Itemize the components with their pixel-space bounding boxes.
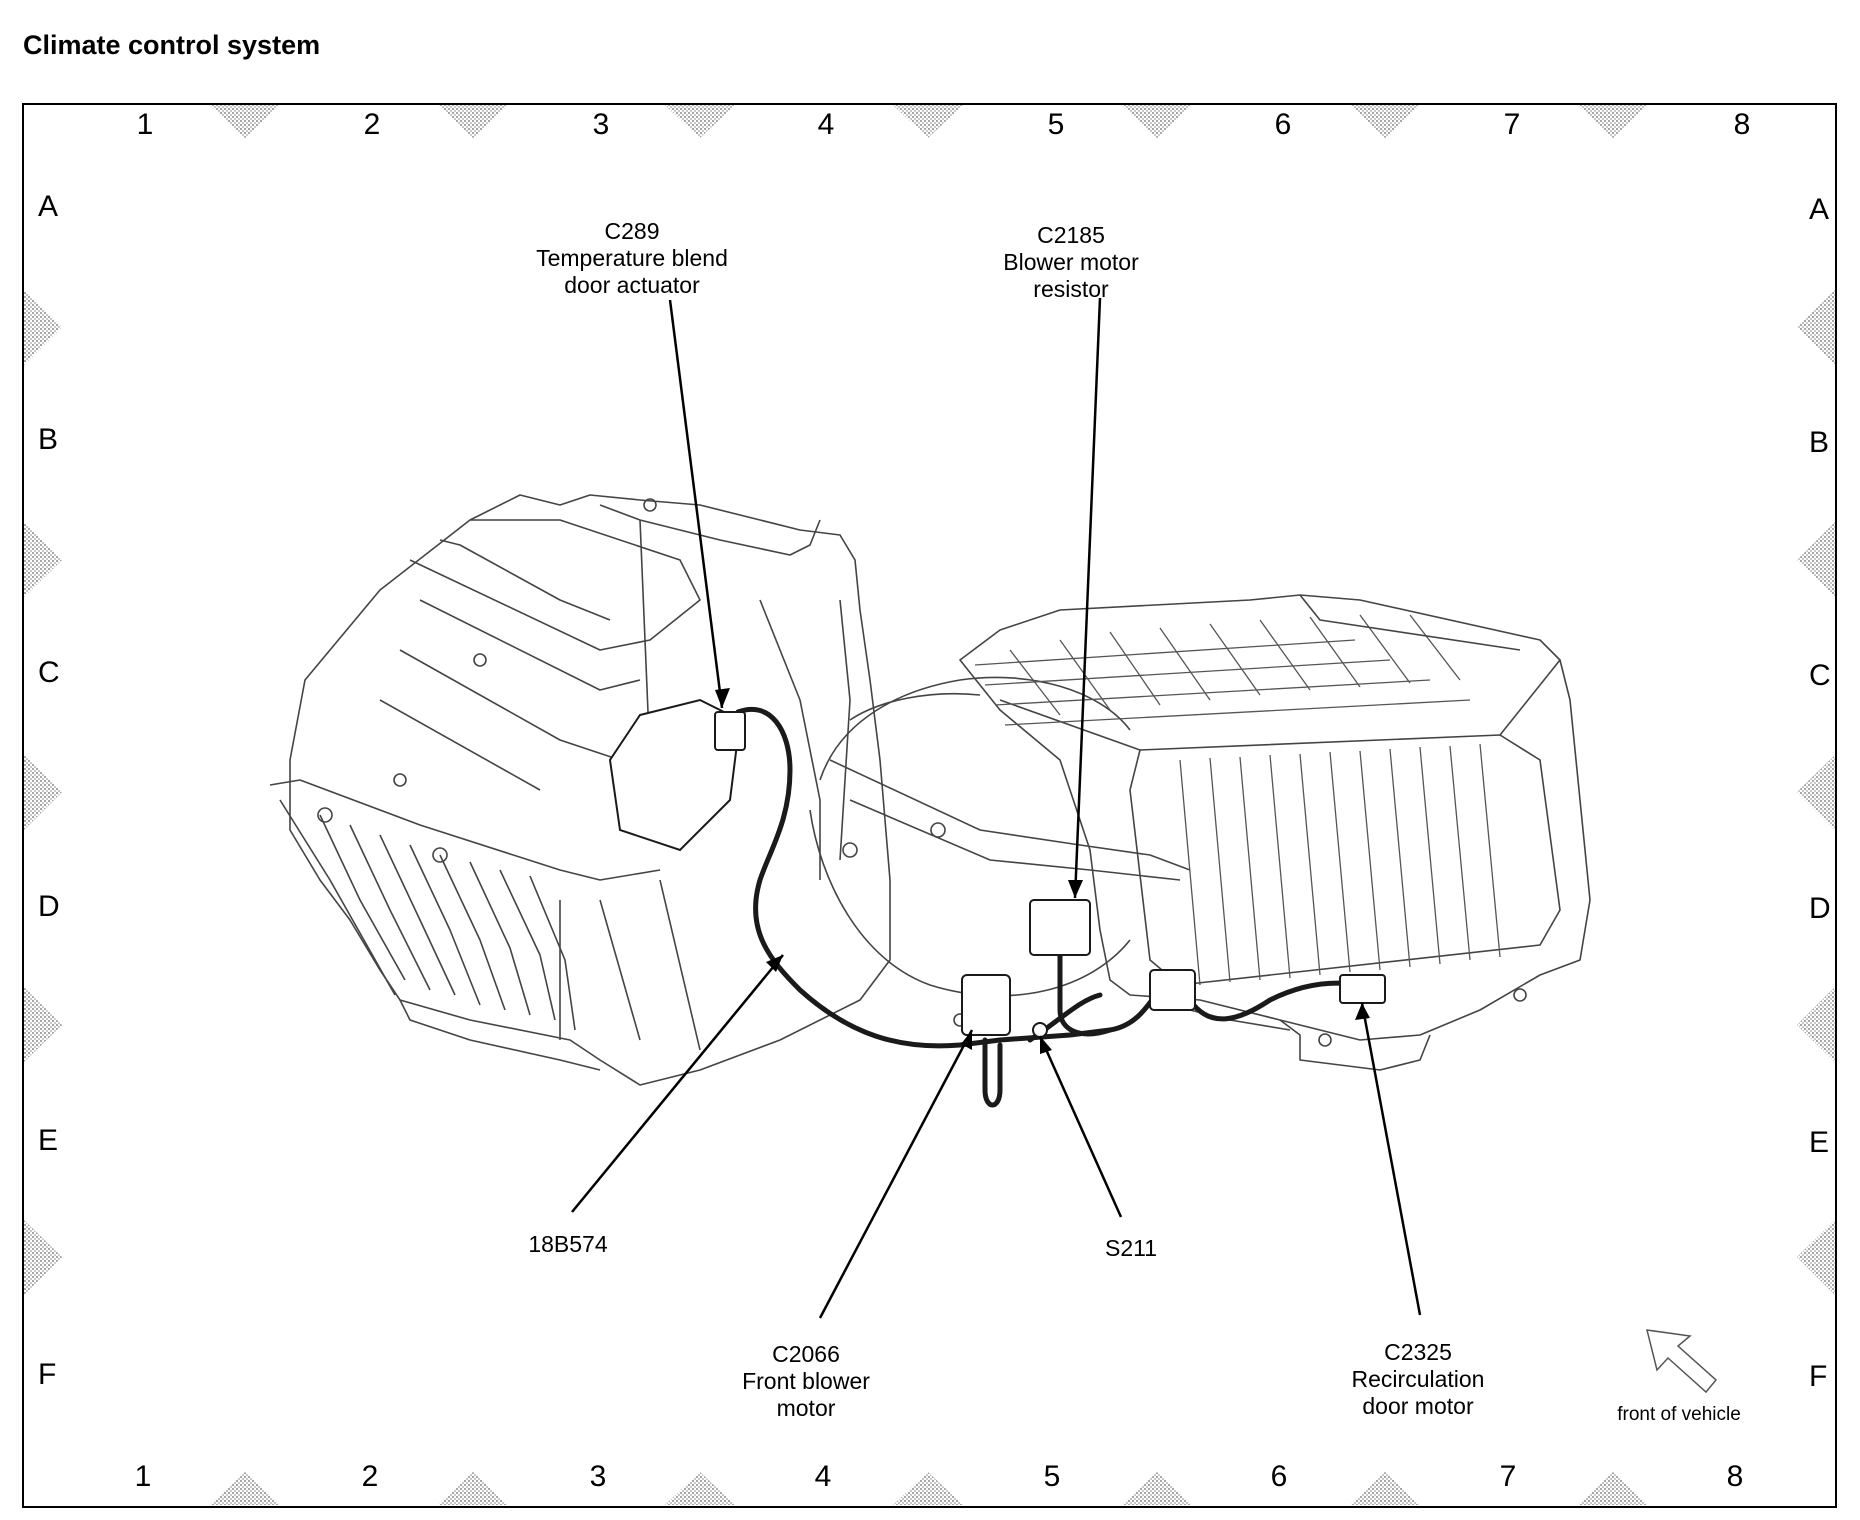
callout-c2325-desc-line2: door motor [1362, 1393, 1474, 1419]
callout-c2185-desc-line1: Blower motor [1003, 249, 1139, 275]
leader-c2325 [1360, 1002, 1422, 1316]
callout-c2325-desc-line1: Recirculation [1351, 1366, 1485, 1392]
grid-markers-left [24, 290, 62, 1295]
grid-markers-top [210, 105, 1648, 138]
leader-s211 [1038, 1035, 1123, 1218]
callout-c2066-desc-line2: motor [776, 1395, 836, 1421]
grid-row-label-right-e: E [1809, 1126, 1830, 1159]
leader-18b574 [571, 954, 784, 1213]
grid-col-label-top-5: 5 [1047, 108, 1065, 141]
grid-row-label-left-e: E [38, 1124, 59, 1157]
grid-col-label-bottom-3: 3 [589, 1460, 607, 1493]
callout-c289: C289 Temperature blend door actuator [536, 218, 728, 299]
callout-c289-id: C289 [604, 218, 660, 244]
grid-col-label-bottom-7: 7 [1499, 1460, 1517, 1493]
temperature-blend-actuator-body [608, 698, 742, 852]
leader-c289 [668, 299, 724, 709]
callout-s211-id: S211 [1104, 1235, 1158, 1261]
grid-row-label-left-d: D [38, 890, 60, 923]
s211-splice [1032, 1022, 1048, 1038]
grid-row-label-right-d: D [1809, 892, 1831, 925]
callout-c2066-id: C2066 [772, 1341, 840, 1367]
connectors [608, 698, 1386, 1038]
grid-col-label-bottom-6: 6 [1270, 1460, 1288, 1493]
grid-col-label-top-6: 6 [1274, 108, 1292, 141]
callout-s211: S211 [1105, 1235, 1157, 1262]
grid-col-label-bottom-5: 5 [1043, 1460, 1061, 1493]
grid-markers-bottom [210, 1472, 1648, 1505]
grid-col-label-top-2: 2 [363, 108, 381, 141]
grid-row-label-right-c: C [1809, 659, 1831, 692]
grid-row-label-right-f: F [1809, 1360, 1828, 1393]
leader-lines [571, 297, 1422, 1319]
grid-col-label-bottom-4: 4 [814, 1460, 832, 1493]
callout-18b574: 18B574 [528, 1231, 607, 1258]
grid-row-label-left-c: C [38, 656, 60, 689]
callout-18b574-id: 18B574 [528, 1231, 608, 1257]
branch-connector [1149, 969, 1196, 1011]
grid-col-label-bottom-1: 1 [134, 1460, 152, 1493]
callout-c2325: C2325 Recirculation door motor [1352, 1339, 1485, 1420]
leader-c2185 [1073, 297, 1102, 899]
grid-markers-right [1797, 290, 1835, 1295]
grid-row-label-right-b: B [1809, 426, 1830, 459]
leader-arrowheads [715, 688, 1370, 1054]
hvac-housing-left [269, 494, 891, 1086]
callout-c2325-id: C2325 [1384, 1339, 1452, 1365]
hvac-blower-scroll [809, 676, 1191, 1027]
grid-row-label-left-b: B [38, 423, 59, 456]
callout-c2185-id: C2185 [1037, 222, 1105, 248]
grid-row-label-right-a: A [1809, 193, 1830, 226]
leader-c2066 [818, 1029, 974, 1319]
callout-c2066: C2066 Front blower motor [742, 1341, 870, 1422]
grid-col-label-bottom-8: 8 [1726, 1460, 1744, 1493]
callout-c289-desc-line2: door actuator [564, 272, 700, 298]
front-of-vehicle-label: front of vehicle [1617, 1404, 1741, 1425]
diagram-frame [22, 103, 1837, 1508]
callout-c2185-desc-line2: resistor [1033, 276, 1109, 302]
page-title: Climate control system [23, 30, 321, 60]
grid-col-label-top-1: 1 [136, 108, 154, 141]
arrow-up-left-icon [1646, 1329, 1718, 1394]
grid-col-label-bottom-2: 2 [361, 1460, 379, 1493]
grid-row-label-left-a: A [38, 190, 59, 223]
c2066-connector [961, 974, 1011, 1036]
c289-connector [714, 711, 746, 751]
grid-col-label-top-4: 4 [817, 108, 835, 141]
grid-col-label-top-3: 3 [592, 108, 610, 141]
c2185-connector [1029, 899, 1091, 956]
grid-col-label-top-8: 8 [1733, 108, 1751, 141]
grid-row-label-left-f: F [38, 1358, 57, 1391]
callout-c2185: C2185 Blower motor resistor [1003, 222, 1138, 303]
callout-c289-desc-line1: Temperature blend [536, 245, 728, 271]
c2325-connector [1339, 974, 1386, 1004]
grid-col-label-top-7: 7 [1503, 108, 1521, 141]
callout-c2066-desc-line1: Front blower [742, 1368, 870, 1394]
